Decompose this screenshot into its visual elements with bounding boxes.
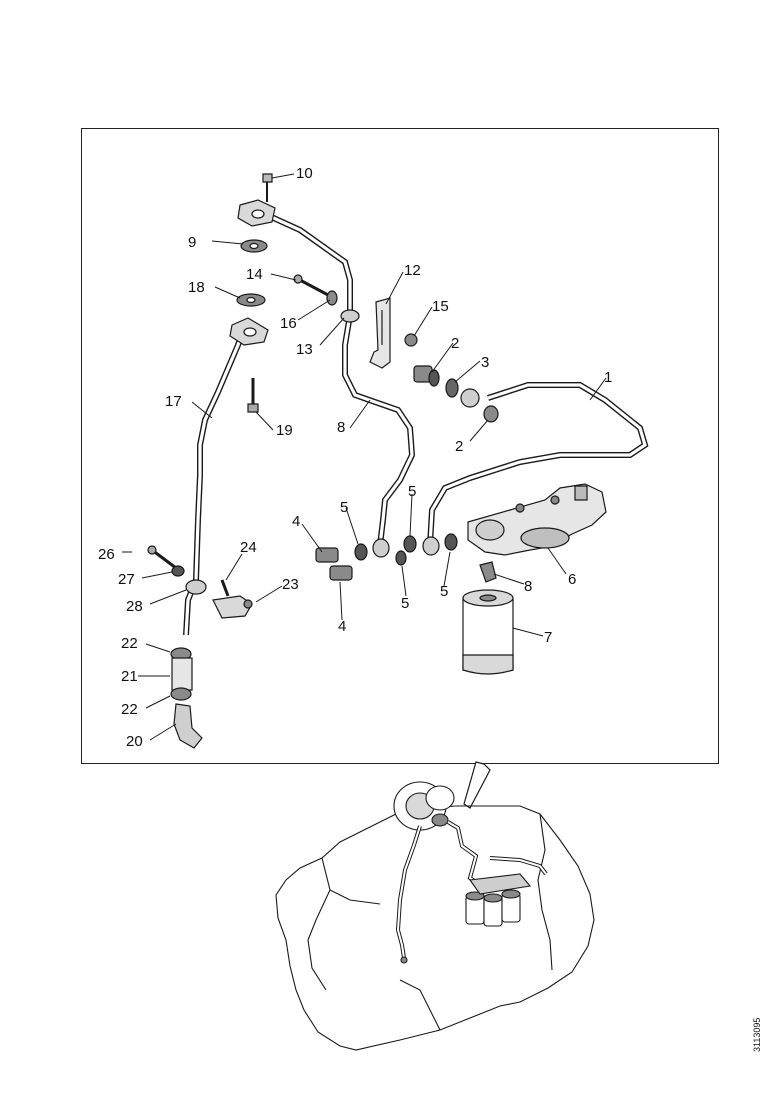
callout-18: 18 — [188, 279, 205, 296]
washer-3a — [429, 370, 439, 386]
engine-locator-view — [276, 782, 594, 1050]
bracket-12 — [370, 298, 390, 368]
washer-5b — [404, 536, 416, 552]
callout-19: 19 — [276, 422, 293, 439]
callout-5d: 5 — [440, 583, 448, 600]
callout-14: 14 — [246, 266, 263, 283]
callout-24: 24 — [240, 539, 257, 556]
callout-11: 10 — [296, 165, 313, 182]
leader-lines — [122, 174, 606, 740]
engine-filter-bank — [466, 874, 530, 926]
callout-13: 13 — [296, 341, 313, 358]
callout-labels: 10 9 14 18 16 13 12 15 2 3 2 1 17 19 8 4… — [98, 165, 612, 750]
callout-4a: 4 — [292, 513, 300, 530]
engine-block — [276, 806, 594, 1050]
callout-5b: 5 — [408, 483, 416, 500]
callout-21: 21 — [121, 668, 138, 685]
bolt-24 — [222, 580, 228, 596]
document-id: 3113095 — [752, 1017, 762, 1052]
hose-clip-22b — [171, 688, 191, 700]
washer-2 — [484, 406, 498, 422]
callout-15: 15 — [432, 298, 449, 315]
washer-16 — [327, 291, 337, 305]
callout-2b: 2 — [455, 438, 463, 455]
callout-28: 28 — [126, 598, 143, 615]
callout-6: 6 — [568, 571, 576, 588]
bolt-14 — [298, 279, 330, 296]
banjo-bolt-4b — [330, 566, 352, 580]
callout-17: 17 — [165, 393, 182, 410]
bolt-26 — [152, 550, 176, 568]
hose-21 — [172, 658, 192, 690]
bracket-23 — [213, 596, 252, 618]
pointer-arrow — [464, 762, 490, 808]
callout-3: 3 — [481, 354, 489, 371]
callout-12: 12 — [404, 262, 421, 279]
callout-22b: 22 — [121, 701, 138, 718]
callout-5c: 5 — [401, 595, 409, 612]
callout-10: 9 — [188, 234, 196, 251]
clamp-28 — [186, 580, 206, 594]
sensor-8 — [480, 562, 496, 582]
callout-4b: 4 — [338, 618, 346, 635]
nut-15 — [405, 334, 417, 346]
banjo-fitting — [461, 389, 479, 407]
callout-20: 20 — [126, 733, 143, 750]
washer-5c — [396, 551, 406, 565]
filter-head-6 — [468, 484, 606, 555]
washer-3b — [446, 379, 458, 397]
callout-27: 27 — [118, 571, 135, 588]
callout-23: 23 — [282, 576, 299, 593]
callout-1: 1 — [604, 369, 612, 386]
bolt-11 — [263, 174, 272, 182]
engine-pipe-right — [448, 822, 482, 886]
parts — [148, 174, 606, 748]
callout-2a: 2 — [451, 335, 459, 352]
banjo-bolt-4a — [316, 548, 338, 562]
elbow-20 — [174, 704, 202, 748]
banjo-fitting-lower — [373, 539, 389, 557]
washer-27 — [172, 566, 184, 576]
banjo-fitting-lower-2 — [423, 537, 439, 555]
callout-16: 16 — [280, 315, 297, 332]
callout-5a: 5 — [340, 499, 348, 516]
callout-9: 8 — [337, 419, 345, 436]
callout-8: 8 — [524, 578, 532, 595]
callout-26: 26 — [98, 546, 115, 563]
washer-5d — [445, 534, 457, 550]
callout-7: 7 — [544, 629, 552, 646]
clamp-13 — [341, 310, 359, 322]
diagram-frame — [81, 128, 719, 764]
callout-22a: 22 — [121, 635, 138, 652]
washer-5a — [355, 544, 367, 560]
